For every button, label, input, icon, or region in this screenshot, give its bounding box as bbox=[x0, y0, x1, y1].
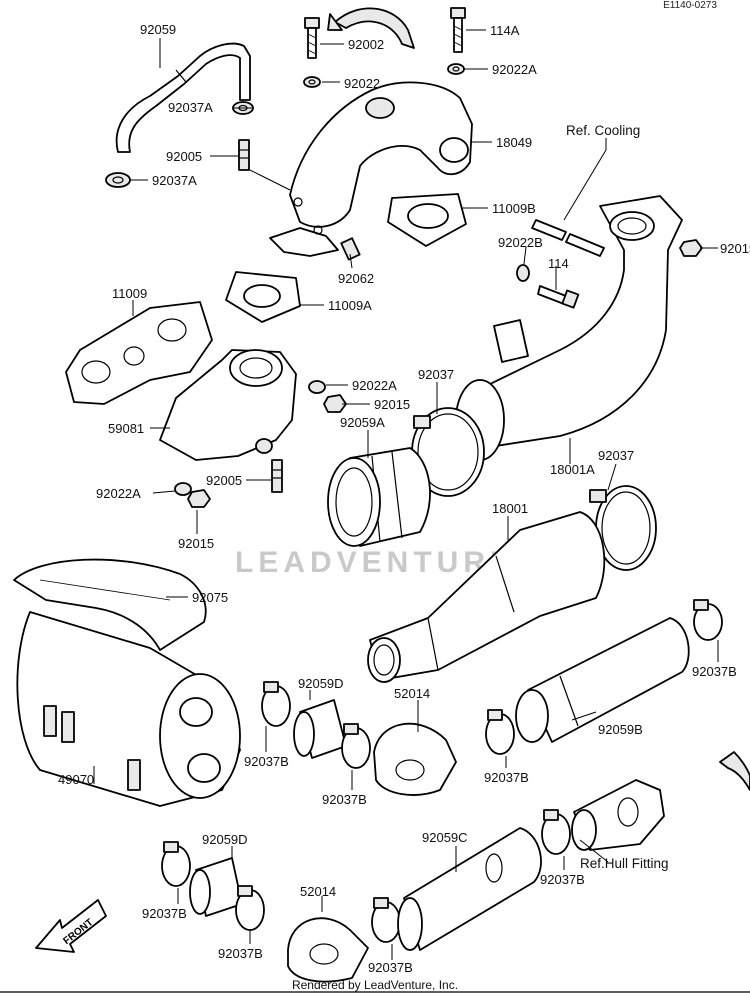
curved-arrow-icon bbox=[327, 7, 415, 49]
label-92059: 92059 bbox=[140, 22, 176, 37]
label-11009: 11009 bbox=[112, 286, 147, 301]
exhaust-elbow-59081[interactable] bbox=[159, 349, 297, 461]
label-92022-top: 92022 bbox=[344, 76, 380, 91]
label-92015-left: 92015 bbox=[178, 536, 214, 551]
label-92059D-low: 92059D bbox=[202, 832, 248, 847]
watermark: LEADVENTURE bbox=[235, 546, 515, 579]
label-92037-right: 92037 bbox=[598, 448, 634, 463]
hose-92059C[interactable] bbox=[397, 827, 542, 951]
label-114: 114 bbox=[548, 256, 569, 271]
hose-92059[interactable] bbox=[115, 42, 251, 153]
clamp-92037B-low2[interactable] bbox=[235, 885, 265, 931]
label-114A: 114A bbox=[490, 23, 520, 38]
label-18001A: 18001A bbox=[550, 462, 595, 477]
label-92037A-b: 92037A bbox=[152, 173, 197, 188]
washer-92022A-top[interactable] bbox=[447, 63, 465, 75]
label-92005-top: 92005 bbox=[166, 149, 202, 164]
label-92022A-left: 92022A bbox=[96, 486, 141, 501]
label-92037B-low1: 92037B bbox=[540, 872, 585, 887]
label-92015-right: 92015 bbox=[720, 241, 750, 256]
leader-lines bbox=[93, 29, 719, 960]
hose-92059D-mid[interactable] bbox=[293, 699, 347, 759]
label-92037B-r1: 92037B bbox=[692, 664, 737, 679]
clamp-92037B-low1[interactable] bbox=[161, 841, 191, 887]
elbow-52014-low[interactable] bbox=[287, 917, 369, 983]
label-92015-mid: 92015 bbox=[374, 397, 410, 412]
label-92037B-low3: 92037B bbox=[218, 946, 263, 961]
label-52014-mid: 52014 bbox=[394, 686, 430, 701]
label-92059D-mid: 92059D bbox=[298, 676, 344, 691]
label-92037B-low2: 92037B bbox=[142, 906, 187, 921]
bolt-92002[interactable] bbox=[304, 17, 320, 59]
label-92037-mid: 92037 bbox=[418, 367, 454, 382]
clamp-92037B-r1[interactable] bbox=[693, 599, 723, 641]
fitting-92062[interactable] bbox=[340, 237, 361, 261]
footer-credit: Rendered by LeadVenture, Inc. bbox=[292, 978, 458, 992]
hose-92059B[interactable] bbox=[515, 617, 690, 743]
label-92059A: 92059A bbox=[340, 415, 385, 430]
nipple-92005-top[interactable] bbox=[238, 139, 250, 171]
label-92075: 92075 bbox=[192, 590, 228, 605]
label-92037B-m2: 92037B bbox=[244, 754, 289, 769]
nipple-92005-mid[interactable] bbox=[271, 459, 283, 493]
label-ref-cooling: Ref. Cooling bbox=[566, 123, 640, 138]
label-92002: 92002 bbox=[348, 37, 384, 52]
label-92037B-m1: 92037B bbox=[484, 770, 529, 785]
label-92005-mid: 92005 bbox=[206, 473, 242, 488]
bolt-114A[interactable] bbox=[450, 7, 466, 53]
label-92037A-a: 92037A bbox=[168, 100, 213, 115]
label-92022A-top: 92022A bbox=[492, 62, 537, 77]
gasket-11009A[interactable] bbox=[225, 271, 301, 323]
nut-92015-left[interactable] bbox=[187, 489, 211, 508]
hose-92059A[interactable] bbox=[327, 447, 431, 547]
label-52014-low: 52014 bbox=[300, 884, 336, 899]
drawing-code: E1140-0273 bbox=[663, 0, 717, 11]
label-92037B-low4: 92037B bbox=[368, 960, 413, 975]
label-59081: 59081 bbox=[108, 421, 144, 436]
washer-92022-top[interactable] bbox=[303, 76, 321, 88]
label-92059C: 92059C bbox=[422, 830, 468, 845]
label-92022A-mid: 92022A bbox=[352, 378, 397, 393]
bolt-114[interactable] bbox=[537, 285, 580, 309]
nut-92015-right[interactable] bbox=[679, 239, 703, 257]
label-92037B-m3: 92037B bbox=[322, 792, 367, 807]
label-ref-hull-fitting: Ref.Hull Fitting bbox=[580, 856, 669, 871]
label-92022B: 92022B bbox=[498, 235, 543, 250]
muffler-49070[interactable] bbox=[16, 611, 241, 807]
clamp-92037B-m3[interactable] bbox=[341, 723, 371, 769]
label-11009B: 11009B bbox=[492, 201, 536, 216]
clamp-92037B-m1[interactable] bbox=[485, 709, 515, 755]
exhaust-pipe-18001[interactable] bbox=[367, 511, 606, 683]
nut-92015-mid[interactable] bbox=[323, 394, 347, 413]
clamp-92037B-low4[interactable] bbox=[541, 809, 571, 855]
cover-92075[interactable] bbox=[13, 558, 207, 651]
label-92059B: 92059B bbox=[598, 722, 643, 737]
washer-92022B[interactable] bbox=[516, 264, 530, 282]
clamp-92037-mid[interactable] bbox=[411, 407, 485, 497]
elbow-52014-mid[interactable] bbox=[373, 722, 457, 796]
label-49070: 49070 bbox=[58, 772, 94, 787]
front-arrow-icon: FRONT bbox=[35, 899, 107, 953]
clamp-92037A-lower[interactable] bbox=[105, 172, 131, 188]
hull-fitting[interactable] bbox=[571, 779, 665, 851]
clamp-92037B-m2[interactable] bbox=[261, 681, 291, 727]
exhaust-manifold-18049[interactable] bbox=[269, 81, 473, 257]
label-92062: 92062 bbox=[338, 271, 374, 286]
clamp-92037B-low3[interactable] bbox=[371, 897, 401, 943]
label-11009A: 11009A bbox=[328, 298, 372, 313]
cooling-pipe[interactable] bbox=[531, 219, 605, 257]
label-18001: 18001 bbox=[492, 501, 528, 516]
hose-92059D-low[interactable] bbox=[189, 857, 243, 917]
exhaust-pipe-18001A[interactable] bbox=[455, 195, 683, 461]
right-edge-arrow-icon bbox=[719, 751, 750, 791]
gasket-11009[interactable] bbox=[65, 301, 213, 405]
gasket-11009B[interactable] bbox=[387, 193, 467, 247]
label-18049: 18049 bbox=[496, 135, 532, 150]
washer-92022A-mid[interactable] bbox=[308, 380, 326, 394]
washer-92022A-left[interactable] bbox=[174, 482, 192, 496]
